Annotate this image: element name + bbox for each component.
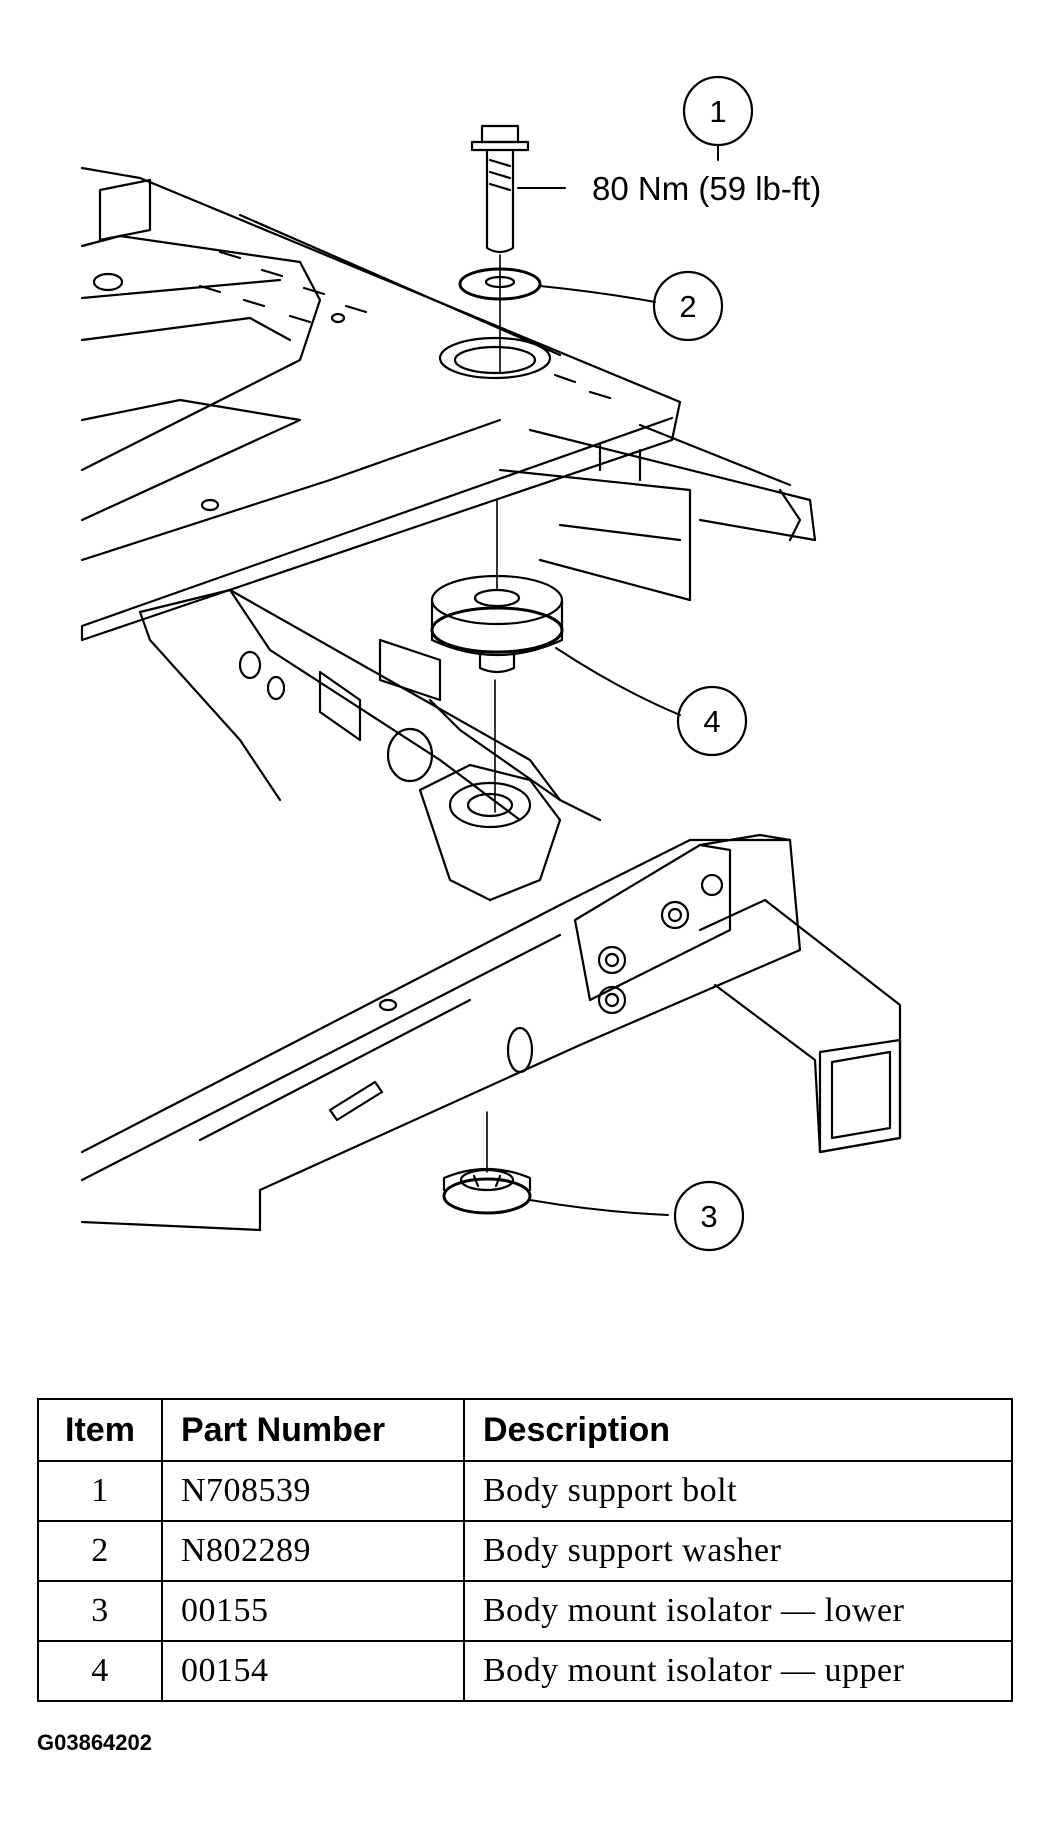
callout-4-number: 4 <box>703 704 720 739</box>
callout-3-number: 3 <box>700 1199 717 1234</box>
table-row: 3 00155 Body mount isolator — lower <box>37 1580 1013 1642</box>
body-support-bolt <box>470 124 566 254</box>
parts-table: Item Part Number Description 1 N708539 B… <box>37 1398 1013 1702</box>
cell-item: 4 <box>37 1640 163 1702</box>
cell-part-number: 00155 <box>161 1580 465 1642</box>
callout-2 <box>652 270 724 342</box>
installation-axis-line <box>486 254 501 1173</box>
cell-description: Body support washer <box>463 1520 1013 1582</box>
cell-item: 2 <box>37 1520 163 1582</box>
cell-description: Body support bolt <box>463 1460 1013 1522</box>
cell-description: Body mount isolator — lower <box>463 1580 1013 1642</box>
exploded-diagram: 1 80 Nm (59 lb-ft) 2 4 3 <box>80 75 902 1252</box>
table-row: 4 00154 Body mount isolator — upper <box>37 1640 1013 1702</box>
callout-3 <box>673 1180 745 1252</box>
table-header-row: Item Part Number Description <box>37 1398 1013 1462</box>
cell-item: 1 <box>37 1460 163 1522</box>
cell-part-number: N708539 <box>161 1460 465 1522</box>
figure-code: G03864202 <box>37 1730 152 1755</box>
header-item: Item <box>37 1398 163 1462</box>
body-mount-isolator-lower <box>442 1167 669 1216</box>
callout-1 <box>682 75 754 161</box>
header-description: Description <box>463 1398 1013 1462</box>
cell-description: Body mount isolator — upper <box>463 1640 1013 1702</box>
cell-item: 3 <box>37 1580 163 1642</box>
torque-spec-label: 80 Nm (59 lb-ft) <box>592 170 821 207</box>
header-part-number: Part Number <box>161 1398 465 1462</box>
callout-2-number: 2 <box>679 289 696 324</box>
body-floor-pan <box>80 166 817 642</box>
cell-part-number: N802289 <box>161 1520 465 1582</box>
table-row: 1 N708539 Body support bolt <box>37 1460 1013 1522</box>
body-support-washer <box>458 267 656 303</box>
callout-1-number: 1 <box>709 94 726 129</box>
frame-rail <box>80 588 902 1232</box>
body-mount-isolator-upper <box>430 574 681 716</box>
cell-part-number: 00154 <box>161 1640 465 1702</box>
callout-4 <box>676 685 748 757</box>
table-row: 2 N802289 Body support washer <box>37 1520 1013 1582</box>
